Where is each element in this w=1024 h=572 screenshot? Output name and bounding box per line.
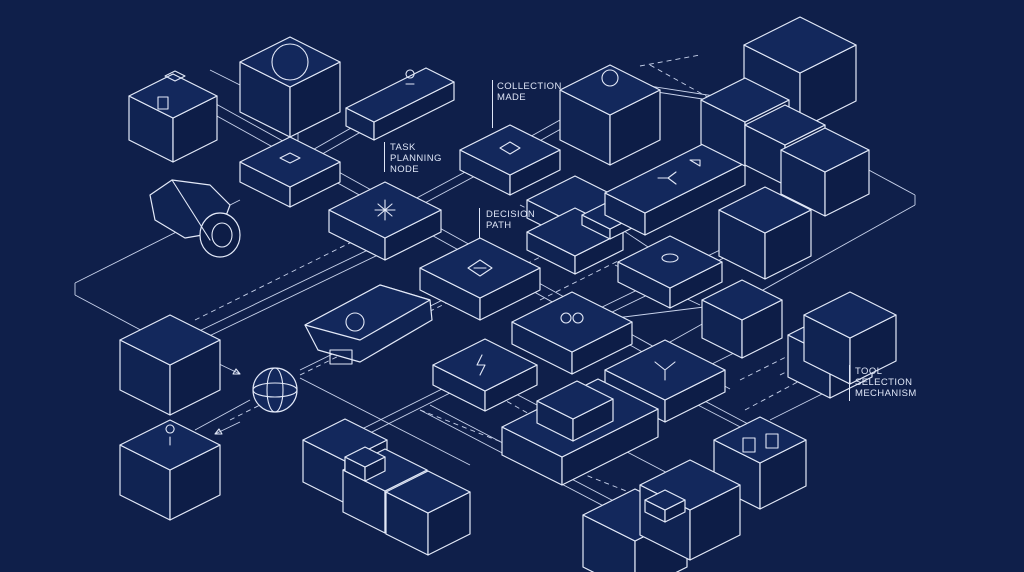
cube-tool-2-top-face (803, 291, 897, 339)
decision-path-label: DECISION PATH (486, 209, 535, 231)
disc-glyph-icon (661, 253, 679, 263)
square-outline-icon-2 (765, 433, 779, 449)
arrow-line-2 (214, 421, 241, 435)
collection-made-marker (492, 80, 493, 128)
task-planning-node-top-face (239, 136, 341, 188)
collection-node-top-face (459, 124, 561, 176)
cube-top-right-top-face (743, 16, 857, 74)
task-planning-marker (384, 142, 385, 172)
lightning-icon (476, 354, 486, 376)
tall-pillar-top-face (701, 279, 783, 321)
flag-glyph-icon (689, 159, 701, 167)
collection-glyph-icon (499, 141, 521, 155)
cube-top-center-top-face (239, 36, 341, 88)
node-glyph-icon (279, 152, 301, 164)
circle-glyph-icon (271, 43, 309, 81)
square-glyph-icon (157, 96, 169, 110)
decision-path-marker (479, 208, 480, 238)
hub-node-top-face (511, 291, 633, 353)
cube-right-mid-top-face (718, 186, 812, 234)
arrow-head-left-icon (214, 428, 223, 435)
square-outline-icon (742, 437, 756, 453)
task-planning-line2: PLANNING (390, 153, 442, 164)
l-shaped-block-top-top-face (536, 380, 614, 420)
dashed-connector-3 (229, 404, 261, 421)
link-circle-icon (560, 312, 572, 324)
cube-left-mid-top-face (119, 314, 221, 366)
hex-prism-hole (211, 222, 233, 248)
branch-glyph-icon (654, 361, 676, 381)
connector-line-18 (74, 294, 151, 336)
sphere-meridian (266, 367, 284, 413)
connector-line-1 (179, 83, 731, 390)
slab-top-top-face (345, 67, 455, 123)
task-planning-node-label: TASK PLANNING NODE (390, 142, 442, 175)
collection-made-line2: MADE (497, 92, 527, 103)
connector-line-22 (299, 377, 471, 466)
arrow-head-right-icon (232, 368, 241, 375)
cube-right-2-top-face (700, 77, 790, 123)
star-glyph-icon (467, 259, 493, 277)
tool-selection-line3: MECHANISM (855, 388, 917, 399)
fork-glyph-icon (657, 171, 677, 185)
collection-made-label: COLLECTION MADE (497, 81, 562, 103)
tool-selection-marker (849, 365, 850, 401)
crosshair-icon (374, 199, 396, 221)
cube-collection-upper-top-face (559, 64, 661, 116)
hex-prism-end (199, 212, 241, 258)
tool-selection-line1: TOOL (855, 366, 883, 377)
user-glyph-icon (405, 69, 415, 85)
connector-line-37 (194, 399, 251, 431)
link-circle-icon-2 (572, 312, 584, 324)
decision-path-line1: DECISION (486, 209, 536, 220)
capsule-circle-icon (345, 312, 365, 332)
decision-path-line2: PATH (486, 220, 512, 231)
sphere (252, 367, 298, 413)
cube-bottom-cluster-3-top-face (385, 470, 471, 514)
task-planning-line3: NODE (390, 164, 420, 175)
dashed-connector-10 (539, 259, 621, 301)
connector-block-2-top-face (644, 489, 686, 511)
tool-selection-mechanism-label: TOOL SELECTION MECHANISM (855, 366, 917, 399)
cube-bottom-right-top-face (713, 416, 807, 464)
connector-block-1-top-face (344, 446, 386, 468)
connector-line-31 (769, 389, 831, 421)
hex-prism-edge (171, 179, 211, 241)
task-planning-line1: TASK (390, 142, 416, 153)
dashed-connector-5 (639, 54, 701, 67)
sphere-equator (252, 382, 298, 398)
diamond-glyph-icon (164, 70, 186, 82)
collection-made-line1: COLLECTION (497, 81, 562, 92)
capsule-port-icon (329, 349, 353, 365)
key-glyph-icon (165, 424, 175, 446)
target-glyph-icon (601, 69, 619, 87)
tool-selection-line2: SELECTION (855, 377, 913, 388)
capsule-top (304, 284, 431, 341)
cube-right-4-top-face (780, 127, 870, 173)
cube-right-3-top-face (744, 104, 826, 146)
cube-top-left-top-face (128, 73, 218, 119)
